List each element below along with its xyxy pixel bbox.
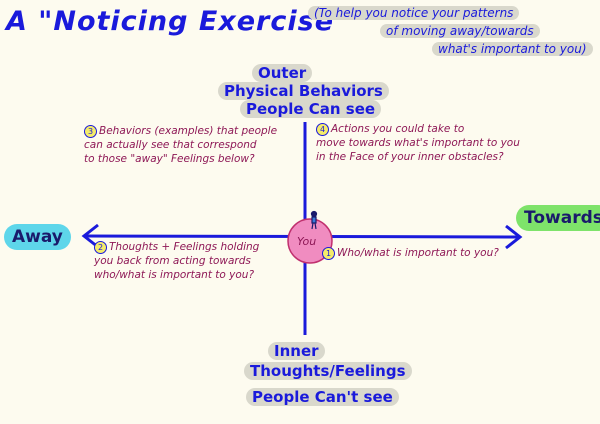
quadrant-4-number: 4 [316,123,329,136]
away-arrowhead [81,223,99,249]
q2-line-1: Thoughts + Feelings holding [109,241,260,253]
quadrant-1-number: 1 [322,247,335,260]
q3-line-2: can actually see that correspond [84,139,257,151]
people-cant-see-label: People Can't see [246,388,399,406]
towards-label: Towards [516,205,600,231]
you-label: You [297,235,317,248]
away-label: Away [4,224,71,250]
subtitle-line-1: (To help you notice your patterns [308,6,520,20]
outer-label: Outer [252,64,313,82]
thoughts-feelings-label: Thoughts/Feelings [244,362,412,380]
q3-line-3: to those "away" Feelings below? [84,153,255,165]
q2-line-3: who/what is important to you? [94,269,255,281]
subtitle-line-3: what's important to you) [432,42,593,56]
you-circle [287,218,333,264]
q2-line-2: you back from acting towards [94,255,251,267]
quadrant-3-number: 3 [84,125,97,138]
subtitle-line-2: of moving away/towards [380,24,540,38]
page-title: A "Noticing Exercise" [6,6,350,37]
q1-line-1: Who/what is important to you? [337,247,499,259]
q3-line-1: Behaviors (examples) that people [99,125,278,137]
person-figure-icon [310,210,318,230]
inner-label: Inner [268,342,325,360]
people-can-see-label: People Can see [240,100,382,118]
physical-behaviors-label: Physical Behaviors [218,82,389,100]
towards-arrowhead [505,224,523,250]
q4-line-1: Actions you could take to [331,123,465,135]
quadrant-2-number: 2 [94,241,107,254]
q4-line-3: in the Face of your inner obstacles? [316,151,504,163]
q4-line-2: move towards what's important to you [316,137,520,149]
